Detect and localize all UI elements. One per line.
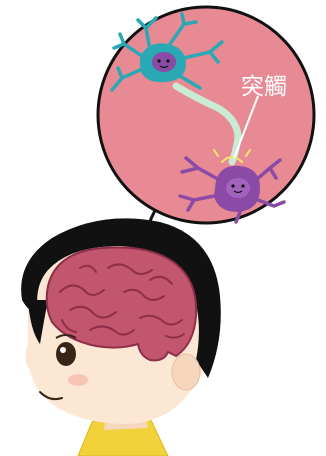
teal-neuron-nucleus: [152, 52, 176, 72]
child-figure: [21, 218, 221, 456]
magnifier-circle: [98, 7, 314, 223]
synapse-label: 突觸: [241, 67, 287, 101]
cheek: [68, 374, 88, 386]
ear: [172, 354, 200, 390]
purple-neuron-nucleus: [226, 178, 250, 198]
